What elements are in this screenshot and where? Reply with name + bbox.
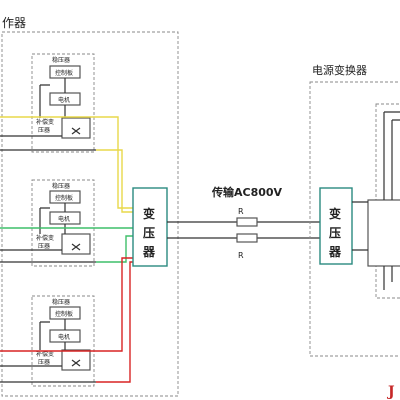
comp-3-label-a: 补偿变 [36, 350, 54, 358]
left-transformer [132, 187, 168, 267]
control-board-2-label: 控制板 [55, 194, 73, 202]
regulator-3-label: 稳压器 [52, 298, 70, 306]
unit-1-black-wires [0, 135, 96, 151]
comp-1-label-b: 压器 [38, 127, 50, 134]
comp-1-label-a: 补偿变 [36, 118, 54, 126]
right-transformer-char-2: 压 [329, 226, 341, 240]
comp-transformer-1 [61, 117, 91, 139]
converter-wires [352, 111, 400, 290]
resistor-bottom [236, 233, 258, 243]
motor-2-label: 电机 [58, 215, 70, 223]
resistor-top [236, 217, 258, 227]
power-converter-boundary [309, 81, 400, 357]
left-group-title: 作器 [2, 16, 26, 30]
left-transformer-char-1: 变 [143, 206, 155, 221]
regulator-3-boundary [31, 295, 95, 387]
unit-1-internal-wires [39, 78, 81, 135]
comp-2-label-a: 补偿变 [36, 234, 54, 242]
transmission-label: 传输AC800V [211, 185, 283, 199]
left-group-boundary [1, 31, 179, 397]
resistor-top-label: R [238, 207, 244, 216]
control-board-1-label: 控制板 [55, 69, 73, 77]
unit-2-black-wires [0, 249, 96, 263]
right-transformer-char-3: 器 [328, 245, 342, 259]
red-wire [0, 257, 133, 383]
regulator-unit-3: 稳压器 控制板 电机 补偿变 压器 [0, 295, 96, 387]
right-transformer-char-1: 变 [329, 206, 341, 221]
regulator-unit-1: 稳压器 控制板 电机 补偿变 压器 [0, 53, 96, 153]
unit-3-black-wires [0, 365, 96, 383]
comp-2-label-b: 压器 [38, 243, 50, 250]
converter-module [367, 199, 400, 267]
regulator-1-boundary [31, 53, 95, 153]
motor-1-label: 电机 [58, 96, 70, 104]
comp-transformer-2 [61, 233, 91, 255]
transmission-lines [167, 221, 320, 239]
comp-transformer-3 [61, 349, 91, 371]
corner-mark: J [386, 384, 395, 400]
yellow-wire [0, 116, 133, 213]
left-transformer-char-3: 器 [142, 245, 156, 259]
resistor-bottom-label: R [238, 251, 244, 260]
regulator-2-boundary [31, 179, 95, 267]
left-transformer-char-2: 压 [143, 226, 155, 240]
regulator-unit-2: 稳压器 控制板 电机 补偿变 压器 [0, 179, 96, 267]
green-wire [0, 227, 133, 263]
motor-3-label: 电机 [58, 333, 70, 341]
comp-3-label-b: 压器 [38, 359, 50, 366]
power-converter-title: 电源变换器 [312, 63, 367, 77]
right-transformer [319, 187, 353, 265]
unit-3-internal-wires [39, 319, 81, 367]
regulator-1-label: 稳压器 [52, 56, 70, 64]
control-board-3-label: 控制板 [55, 310, 73, 318]
unit-2-internal-wires [39, 203, 81, 251]
regulator-2-label: 稳压器 [52, 182, 70, 190]
